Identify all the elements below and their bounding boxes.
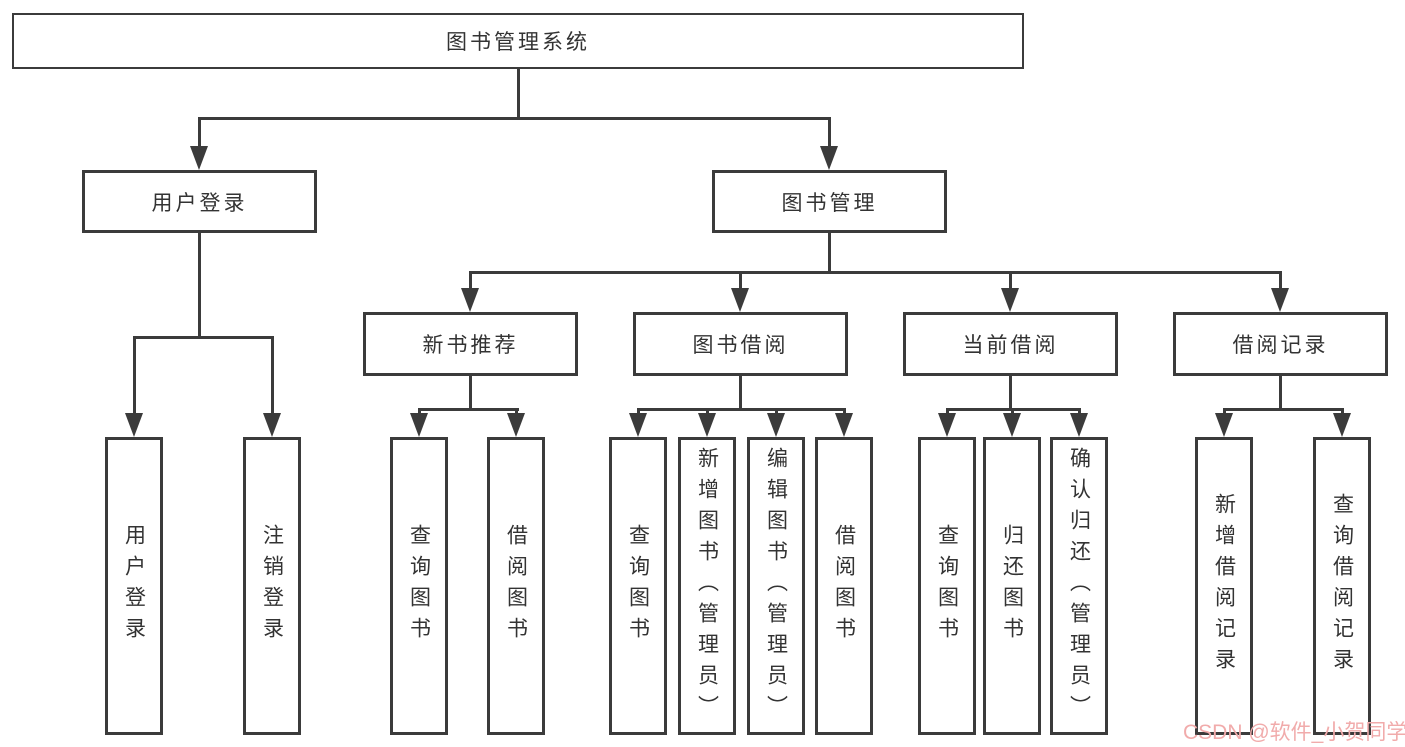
node-borrowing-records: 借阅记录 xyxy=(1173,312,1388,376)
connector-drop-user-login xyxy=(198,117,201,149)
connector-recommend-bar xyxy=(418,408,519,411)
connector-drop-leaf xyxy=(133,336,136,414)
connector-root-stub xyxy=(517,68,520,119)
leaf-user-login: 用户登录 xyxy=(105,437,163,735)
arrowhead-icon xyxy=(507,413,525,437)
connector-user-login-bar xyxy=(133,336,273,339)
connector-drop-level3 xyxy=(469,271,472,290)
arrowhead-icon xyxy=(1003,413,1021,437)
connector-drop-leaf xyxy=(1011,408,1014,416)
leaf-confirm-return-admin: 确认归还（管理员） xyxy=(1050,437,1108,735)
connector-drop-leaf xyxy=(1223,408,1226,416)
leaf-return-books: 归还图书 xyxy=(983,437,1041,735)
leaf-add-borrow-record: 新增借阅记录 xyxy=(1195,437,1253,735)
node-book-borrowing: 图书借阅 xyxy=(633,312,848,376)
arrowhead-icon xyxy=(767,413,785,437)
arrowhead-icon xyxy=(629,413,647,437)
leaf-borrow-books-recommend: 借阅图书 xyxy=(487,437,545,735)
leaf-borrow-books-borrowing: 借阅图书 xyxy=(815,437,873,735)
arrowhead-icon xyxy=(190,146,208,170)
arrowhead-icon xyxy=(461,288,479,312)
connector-drop-book-management xyxy=(828,117,831,149)
connector-level3-bar xyxy=(469,271,1282,274)
connector-records-stub xyxy=(1279,374,1282,409)
csdn-watermark: CSDN @软件_小贺同学 xyxy=(1183,721,1405,744)
arrowhead-icon xyxy=(125,413,143,437)
arrowhead-icon xyxy=(835,413,853,437)
connector-records-bar xyxy=(1223,408,1344,411)
connector-recommend-stub xyxy=(469,374,472,409)
connector-drop-level3 xyxy=(1009,271,1012,290)
node-current-borrowing: 当前借阅 xyxy=(903,312,1118,376)
node-new-book-recommendation: 新书推荐 xyxy=(363,312,578,376)
node-user-login: 用户登录 xyxy=(82,170,317,233)
arrowhead-icon xyxy=(698,413,716,437)
leaf-query-books-current: 查询图书 xyxy=(918,437,976,735)
connector-book-management-stub xyxy=(828,231,831,272)
arrowhead-icon xyxy=(1215,413,1233,437)
connector-level2-bar xyxy=(198,117,831,120)
connector-drop-level3 xyxy=(1279,271,1282,290)
connector-drop-leaf xyxy=(706,408,709,416)
connector-drop-leaf xyxy=(1078,408,1081,416)
node-library-management-system: 图书管理系统 xyxy=(12,13,1024,69)
leaf-query-borrow-record: 查询借阅记录 xyxy=(1313,437,1371,735)
arrowhead-icon xyxy=(1070,413,1088,437)
connector-drop-leaf xyxy=(1341,408,1344,416)
leaf-add-books-admin: 新增图书（管理员） xyxy=(678,437,736,735)
connector-drop-leaf xyxy=(418,408,421,416)
connector-borrowing-bar xyxy=(637,408,845,411)
connector-drop-leaf xyxy=(637,408,640,416)
leaf-logout: 注销登录 xyxy=(243,437,301,735)
connector-user-login-stub xyxy=(198,231,201,337)
arrowhead-icon xyxy=(731,288,749,312)
connector-borrowing-stub xyxy=(739,374,742,409)
connector-drop-leaf xyxy=(946,408,949,416)
node-book-management: 图书管理 xyxy=(712,170,947,233)
arrowhead-icon xyxy=(1001,288,1019,312)
arrowhead-icon xyxy=(1271,288,1289,312)
arrowhead-icon xyxy=(263,413,281,437)
leaf-query-books-borrowing: 查询图书 xyxy=(609,437,667,735)
arrowhead-icon xyxy=(938,413,956,437)
connector-drop-leaf xyxy=(775,408,778,416)
arrowhead-icon xyxy=(410,413,428,437)
connector-drop-leaf xyxy=(515,408,518,416)
connector-drop-leaf xyxy=(843,408,846,416)
connector-drop-level3 xyxy=(739,271,742,290)
connector-drop-leaf xyxy=(271,336,274,414)
arrowhead-icon xyxy=(820,146,838,170)
arrowhead-icon xyxy=(1333,413,1351,437)
leaf-edit-books-admin: 编辑图书（管理员） xyxy=(747,437,805,735)
leaf-query-books-recommend: 查询图书 xyxy=(390,437,448,735)
connector-current-stub xyxy=(1009,374,1012,409)
